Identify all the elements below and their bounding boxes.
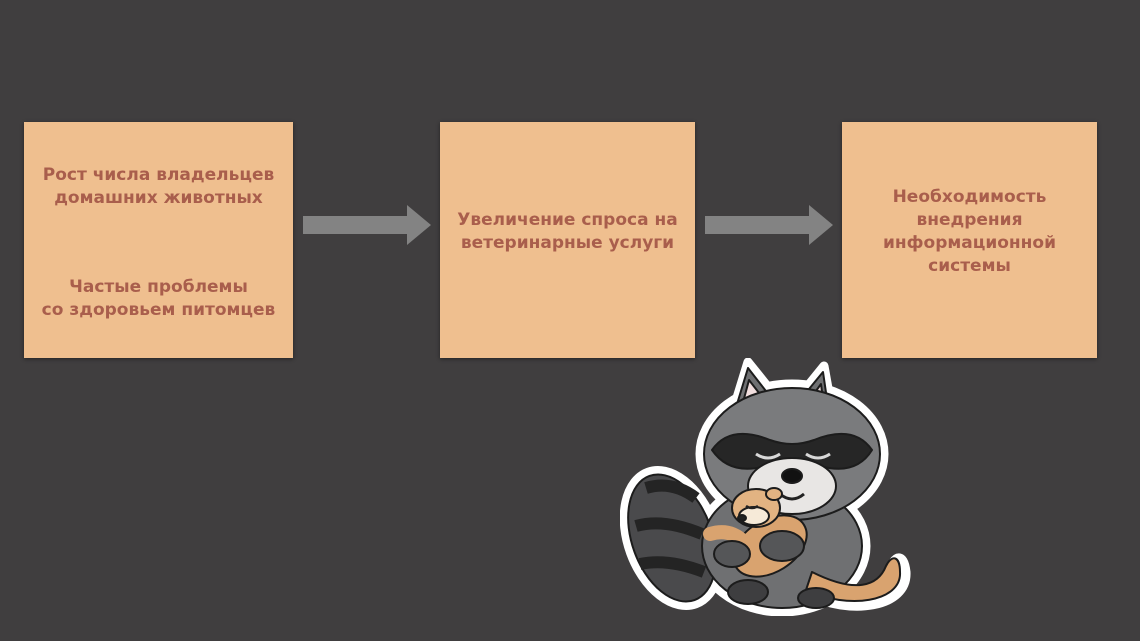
box-text-information-system: Необходимость внедрения информационной с… <box>882 187 1056 276</box>
arrow-right-icon <box>303 205 431 245</box>
flow-box-growth: Рост числа владельцев домашних животных … <box>24 122 293 358</box>
arrow-right-icon <box>705 205 833 245</box>
box-text-health-problems: Частые проблемы со здоровьем питомцев <box>41 277 276 320</box>
flow-box-demand: Увеличение спроса на ветеринарные услуги <box>440 122 695 358</box>
raccoon-ferret-sticker-icon <box>620 358 911 616</box>
box-text-demand-increase: Увеличение спроса на ветеринарные услуги <box>457 210 678 253</box>
flow-box-need-system: Необходимость внедрения информационной с… <box>842 122 1097 358</box>
box-text-owners-growth: Рост числа владельцев домашних животных <box>42 165 275 208</box>
